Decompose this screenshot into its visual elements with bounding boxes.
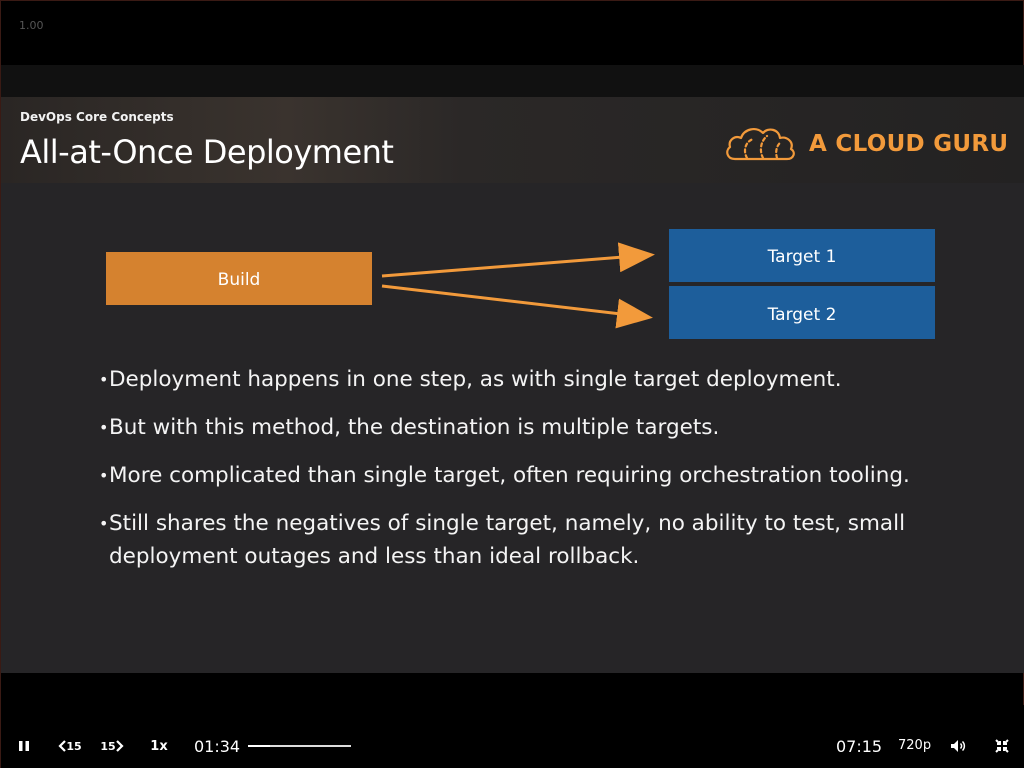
quality-selector[interactable]: 720p bbox=[898, 738, 932, 753]
playback-speed-label: 1x bbox=[150, 738, 168, 754]
volume-icon bbox=[951, 740, 966, 752]
target-1-box bbox=[669, 229, 935, 282]
forward-15-label: 15 bbox=[100, 739, 116, 753]
volume-button[interactable] bbox=[947, 735, 969, 757]
progress-scrubber[interactable] bbox=[248, 745, 351, 747]
forward-15-icon bbox=[115, 740, 124, 752]
pause-button[interactable] bbox=[13, 735, 35, 757]
bullet-item: But with this method, the destination is… bbox=[99, 411, 979, 444]
rewind-15-icon bbox=[58, 740, 67, 752]
exit-fullscreen-button[interactable] bbox=[991, 735, 1013, 757]
total-time: 07:15 bbox=[836, 737, 883, 756]
exit-fullscreen-icon bbox=[995, 739, 1009, 753]
arrow-to-target-1 bbox=[381, 242, 655, 278]
rewind-15-label: 15 bbox=[66, 739, 82, 753]
player-controls: 15 15 1x 01:34 07:15 720p bbox=[1, 705, 1024, 768]
progress-fill bbox=[248, 745, 271, 747]
bullet-list: Deployment happens in one step, as with … bbox=[99, 363, 979, 588]
rewind-15-button[interactable]: 15 bbox=[57, 735, 83, 757]
bullet-item: Still shares the negatives of single tar… bbox=[99, 507, 979, 573]
slide-header bbox=[1, 97, 1024, 183]
cloud-logo-icon bbox=[726, 128, 795, 161]
version-badge: 1.00 bbox=[19, 19, 44, 32]
deployment-diagram: Build Target 1 Target 2 bbox=[106, 229, 935, 339]
brand-logo: A CLOUD GURU bbox=[723, 121, 1008, 167]
brand-name: A CLOUD GURU bbox=[809, 131, 1009, 157]
forward-15-button[interactable]: 15 bbox=[99, 735, 125, 757]
slide-top-band bbox=[1, 65, 1024, 97]
build-label: Build bbox=[218, 270, 261, 290]
pause-icon bbox=[19, 741, 29, 751]
build-box bbox=[106, 252, 372, 305]
slide-title: All-at-Once Deployment bbox=[20, 133, 394, 171]
target-2-box bbox=[669, 286, 935, 339]
bullet-item: More complicated than single target, oft… bbox=[99, 459, 979, 492]
playback-speed-button[interactable]: 1x bbox=[147, 735, 171, 757]
target-1-label: Target 1 bbox=[767, 247, 837, 267]
target-2-label: Target 2 bbox=[767, 305, 837, 325]
arrow-to-target-2 bbox=[381, 284, 653, 329]
course-name: DevOps Core Concepts bbox=[20, 110, 174, 124]
bullet-item: Deployment happens in one step, as with … bbox=[99, 363, 979, 396]
slide-frame: DevOps Core Concepts All-at-Once Deploym… bbox=[1, 65, 1024, 673]
current-time: 01:34 bbox=[194, 737, 241, 756]
